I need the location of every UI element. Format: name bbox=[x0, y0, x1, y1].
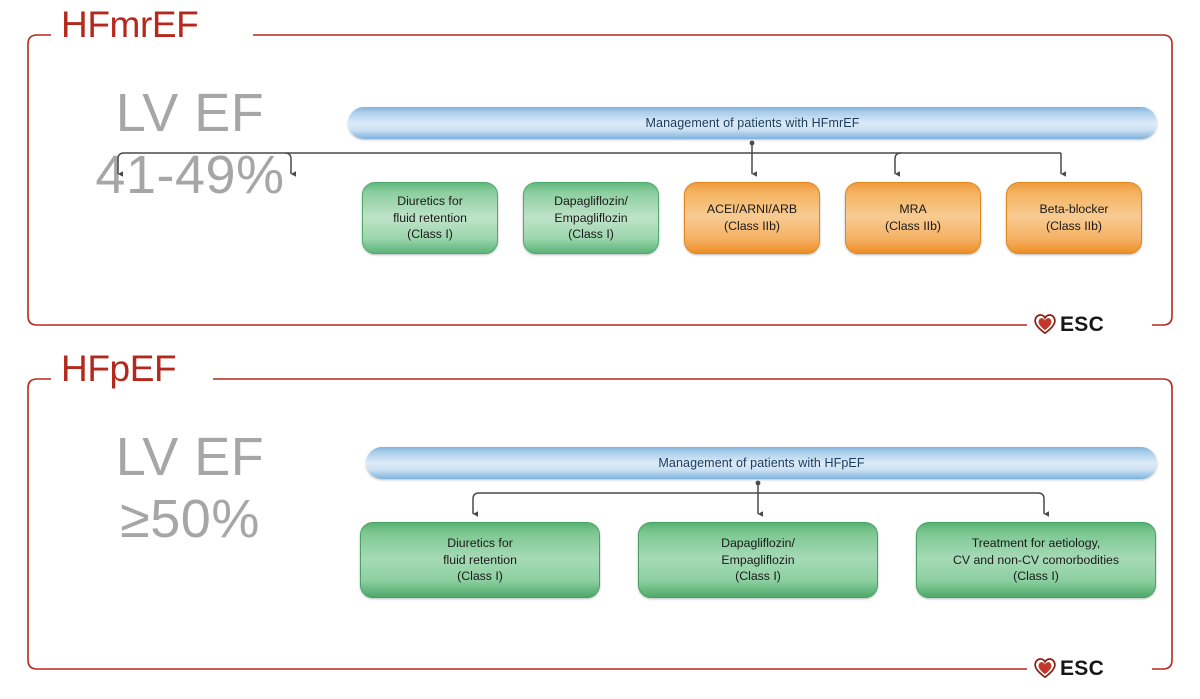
esc-logo-text: ESC bbox=[1060, 312, 1105, 336]
treatment-box-aetiology-comorbidities[interactable]: Treatment for aetiology, CV and non-CV c… bbox=[916, 522, 1156, 598]
panel-title-hfmref: HFmrEF bbox=[55, 6, 207, 43]
treatment-box-line: (Class IIb) bbox=[884, 219, 942, 233]
ef-range-hfpef: LV EF ≥50% bbox=[45, 426, 335, 550]
esc-logo-hfpef: ESC bbox=[1027, 656, 1111, 680]
management-bar-label: Management of patients with HFmrEF bbox=[645, 116, 860, 130]
treatment-box-line: Dapagliflozin/ bbox=[554, 193, 628, 208]
treatment-box-line: (Class IIb) bbox=[723, 219, 781, 233]
treatment-box-line: Empagliflozin bbox=[721, 552, 795, 567]
management-bar-hfmref: Management of patients with HFmrEF bbox=[348, 107, 1157, 139]
treatment-box-line: (Class I) bbox=[735, 569, 781, 584]
treatment-box-acei-arni-arb[interactable]: ACEI/ARNI/ARB (Class IIb) bbox=[684, 182, 820, 254]
treatment-box-mra[interactable]: MRA (Class IIb) bbox=[845, 182, 981, 254]
treatment-box-sglt2i[interactable]: Dapagliflozin/ Empagliflozin (Class I) bbox=[638, 522, 878, 598]
treatment-box-sglt2i[interactable]: Dapagliflozin/ Empagliflozin (Class I) bbox=[523, 182, 659, 254]
treatment-box-line: Diuretics for bbox=[397, 193, 463, 208]
esc-heart-icon bbox=[1034, 658, 1056, 679]
management-bar-hfpef: Management of patients with HFpEF bbox=[366, 447, 1157, 479]
treatment-box-line: (Class IIb) bbox=[1045, 219, 1103, 233]
ef-label-line2: ≥50% bbox=[120, 489, 260, 550]
treatment-box-line: (Class I) bbox=[457, 569, 503, 584]
treatment-box-line: Treatment for aetiology, bbox=[971, 535, 1101, 550]
panel-hfpef: HFpEF LV EF ≥50% Management of patients … bbox=[27, 350, 1173, 680]
treatment-box-line: CV and non-CV comorbodities bbox=[952, 552, 1120, 567]
treatment-box-line: ACEI/ARNI/ARB bbox=[706, 202, 798, 217]
panel-title-hfpef: HFpEF bbox=[55, 350, 185, 387]
treatment-box-line: (Class I) bbox=[407, 227, 453, 242]
treatment-box-line: Dapagliflozin/ bbox=[721, 535, 795, 550]
treatment-box-line: (Class I) bbox=[1013, 569, 1059, 584]
esc-logo-hfmref: ESC bbox=[1027, 312, 1111, 336]
treatment-box-line: MRA bbox=[899, 202, 927, 217]
treatment-box-line: fluid retention bbox=[443, 552, 517, 567]
ef-label-line1: LV EF bbox=[115, 83, 265, 143]
treatment-box-line: (Class I) bbox=[568, 227, 614, 242]
ef-range-hfmref: LV EF 41-49% bbox=[45, 82, 335, 206]
treatment-box-beta-blocker[interactable]: Beta-blocker (Class IIb) bbox=[1006, 182, 1142, 254]
management-bar-label: Management of patients with HFpEF bbox=[658, 456, 865, 470]
treatment-box-line: fluid retention bbox=[393, 210, 467, 225]
esc-logo-text: ESC bbox=[1060, 656, 1105, 680]
ef-label-line2: 41-49% bbox=[95, 145, 285, 206]
ef-label-line1: LV EF bbox=[115, 427, 265, 487]
treatment-box-diuretics[interactable]: Diuretics for fluid retention (Class I) bbox=[362, 182, 498, 254]
treatment-box-line: Diuretics for bbox=[447, 535, 513, 550]
treatment-box-diuretics[interactable]: Diuretics for fluid retention (Class I) bbox=[360, 522, 600, 598]
esc-heart-icon bbox=[1034, 314, 1056, 335]
treatment-box-line: Empagliflozin bbox=[554, 210, 628, 225]
treatment-box-line: Beta-blocker bbox=[1039, 202, 1109, 217]
panel-hfmref: HFmrEF LV EF 41-49% Management of patien… bbox=[27, 6, 1173, 336]
